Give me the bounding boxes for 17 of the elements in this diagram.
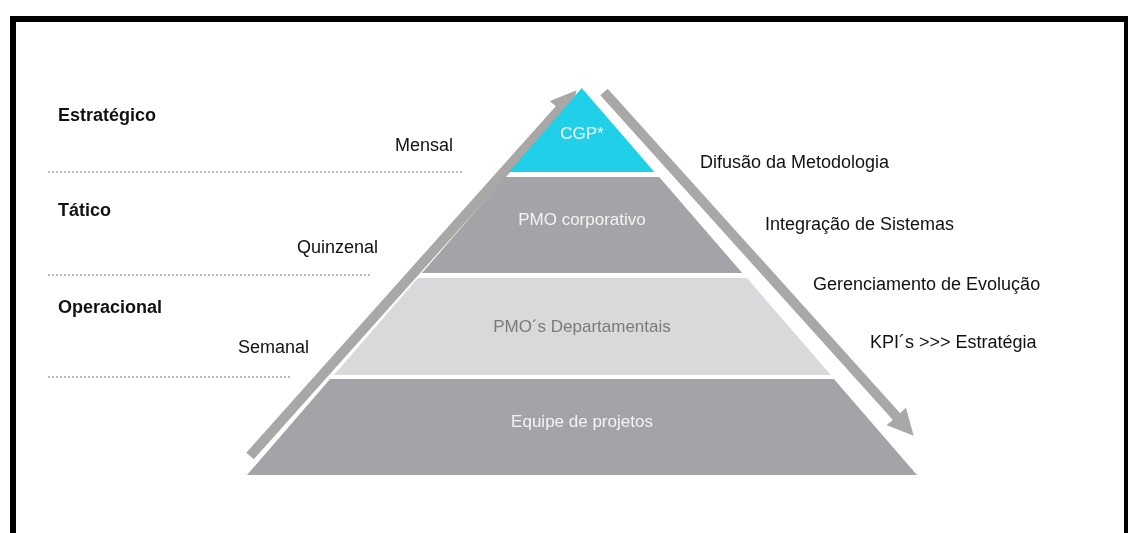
flow-label: Difusão da Metodologia [700, 151, 890, 173]
tier-label: Equipe de projetos [510, 411, 654, 434]
tier-label: PMO corporativo [517, 209, 647, 232]
frequency-label: Mensal [394, 134, 453, 156]
tier-label: CGP* [559, 123, 605, 146]
pyramid-apex [509, 88, 655, 172]
level-heading: Estratégico [58, 104, 157, 126]
flow-label: Integração de Sistemas [765, 213, 955, 235]
level-heading: Tático [58, 199, 111, 221]
frequency-label: Semanal [237, 336, 309, 358]
level-heading: Operacional [58, 296, 163, 318]
frequency-label: Quinzenal [296, 236, 378, 258]
pyramid-base [247, 379, 917, 475]
flow-label: Gerenciamento de Evolução [813, 273, 1041, 295]
flow-label: KPI´s >>> Estratégia [870, 331, 1037, 353]
tier-label: PMO´s Departamentais [492, 315, 672, 338]
pyramid-tier [421, 177, 743, 273]
